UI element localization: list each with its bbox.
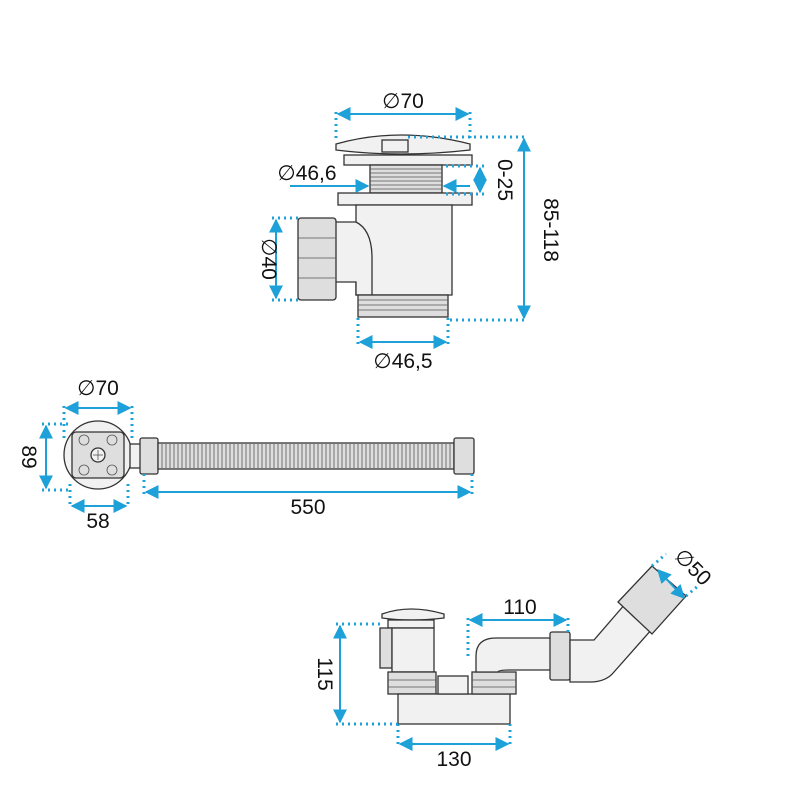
- hose-corrugations: [161, 444, 451, 468]
- dim-hose-length: 550: [290, 496, 325, 519]
- trap-outlet-nut: [549, 631, 571, 681]
- trap-nut-left: [387, 671, 437, 695]
- bottom-thread: [357, 294, 449, 318]
- hose-nut-left: [139, 437, 159, 475]
- overflow-hole-1: [78, 434, 90, 446]
- drain-assembly-side-view: [297, 134, 473, 318]
- dim-overflow-height: 89: [17, 445, 40, 468]
- overflow-hose-assembly: [63, 420, 475, 490]
- trap-nut-right: [471, 671, 517, 695]
- trap-center-block: [437, 675, 469, 695]
- trap-elbow: [475, 637, 553, 673]
- lower-flange: [337, 192, 473, 206]
- dim-bottom-diameter: ∅46,5: [373, 350, 432, 373]
- overflow-hole-4: [106, 464, 118, 476]
- dim-total-height: 85-118: [539, 198, 562, 262]
- overflow-hole-3: [78, 464, 90, 476]
- dim-outlet-diameter: ∅40: [257, 238, 280, 280]
- thread-lines: [370, 168, 442, 190]
- trap-side-nut: [379, 627, 393, 669]
- outlet-nut: [297, 217, 337, 301]
- side-outlet: [329, 221, 373, 296]
- dim-span-top: 110: [503, 596, 536, 619]
- dim-outlet-diameter-50: ∅50: [670, 545, 716, 591]
- trap-drain-body: [391, 627, 435, 673]
- dim-span-bottom: 130: [436, 748, 471, 771]
- drain-stem: [381, 139, 409, 153]
- trap-assembly-side-view: [379, 565, 687, 725]
- dim-top-diameter: ∅70: [382, 90, 424, 113]
- trap-drain-cap: [381, 608, 445, 621]
- trap-drain-flange: [387, 619, 435, 629]
- middle-view-dimensions: ∅70 89 58 550: [17, 377, 474, 533]
- top-view-dimensions: ∅70 ∅46,6 0-25 85-118 ∅40 ∅46,5: [257, 90, 562, 373]
- upper-flange: [343, 154, 473, 166]
- dim-adjustment: 0-25: [493, 159, 516, 201]
- dim-trap-height: 115: [313, 657, 336, 690]
- threaded-sleeve: [369, 164, 443, 194]
- overflow-hole-2: [106, 434, 118, 446]
- hose-nut-right: [453, 437, 475, 475]
- dim-overflow-diameter: ∅70: [77, 377, 119, 400]
- trap-base: [397, 693, 511, 725]
- dim-overflow-width: 58: [86, 510, 109, 533]
- dim-thread-diameter: ∅46,6: [277, 162, 336, 185]
